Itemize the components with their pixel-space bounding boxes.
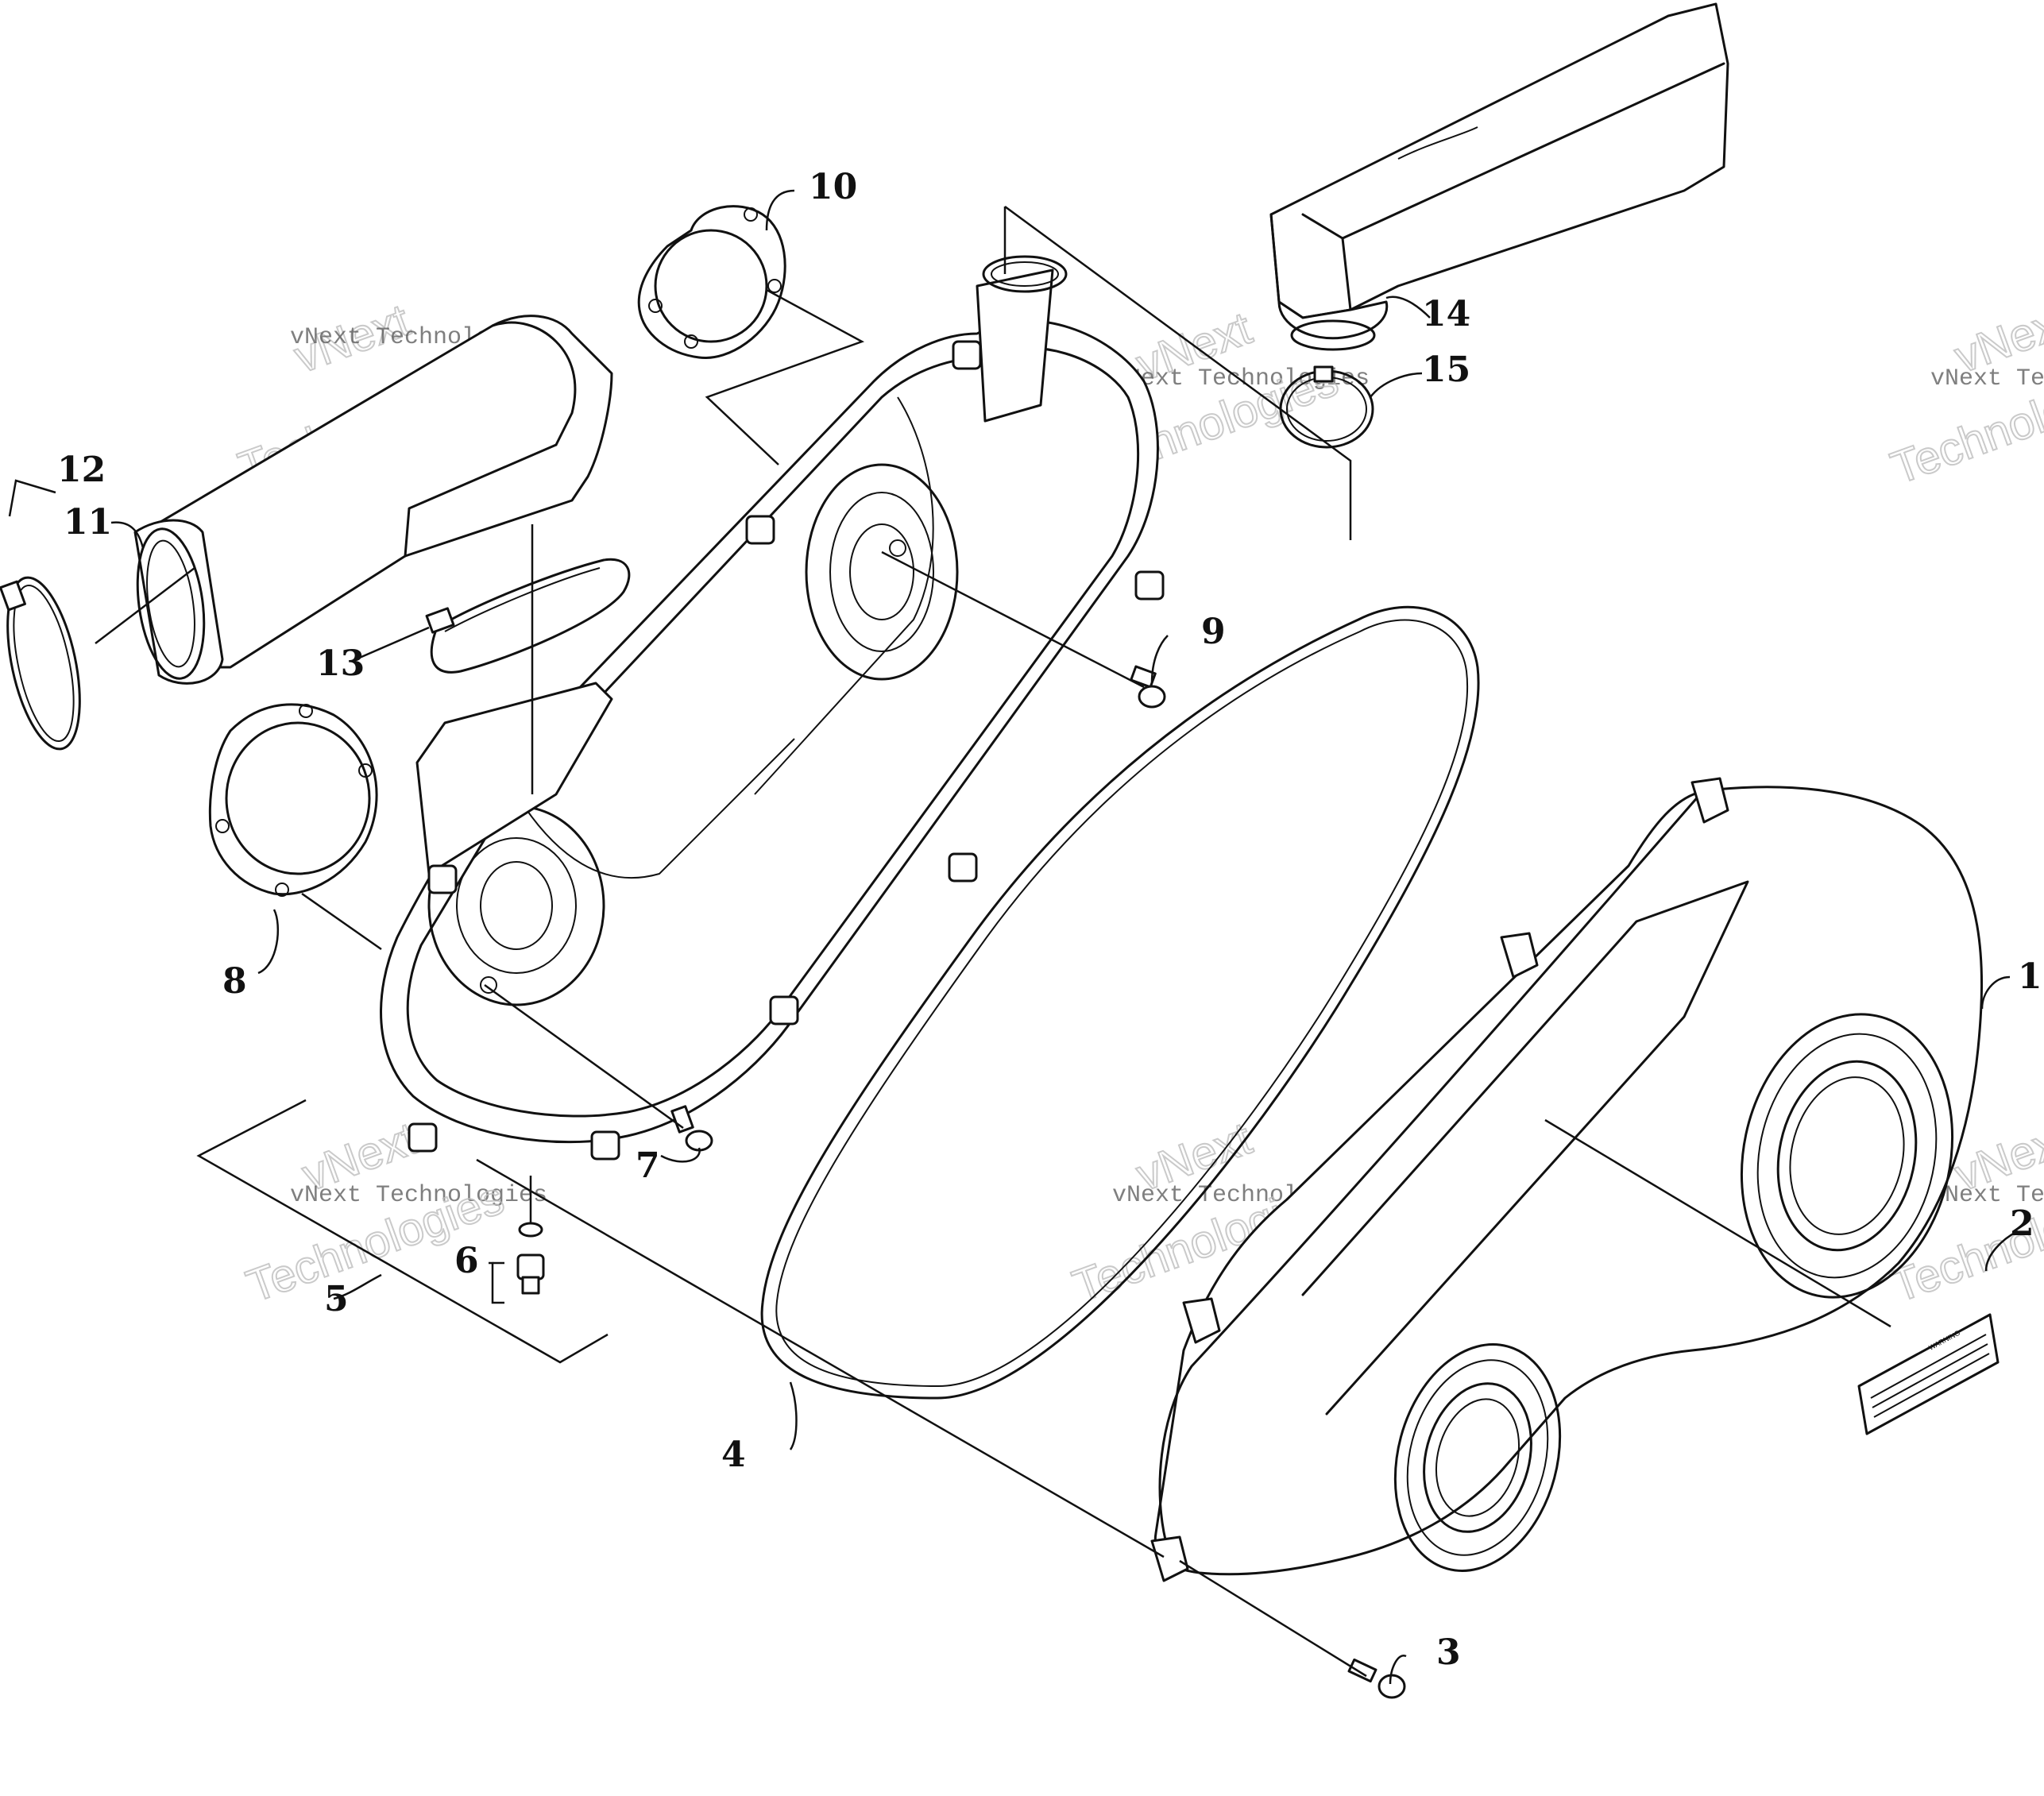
part-4-drive-belt	[760, 605, 1480, 1400]
part-3-screw	[1347, 1658, 1406, 1699]
callout-14: 14	[1422, 294, 1470, 334]
part-5-inner-clutch-cover	[380, 255, 1165, 1161]
callout-8: 8	[222, 961, 247, 1002]
callout-7: 7	[636, 1145, 660, 1186]
watermark-line1: vNext Technologies	[1930, 1182, 2044, 1209]
callout-2: 2	[2010, 1203, 2034, 1244]
watermark-line1: vNext Technologies	[290, 1182, 547, 1209]
callout-4: 4	[721, 1435, 746, 1475]
part-12-hose-clamp	[0, 576, 81, 751]
callout-11: 11	[64, 502, 112, 543]
callout-6: 6	[454, 1241, 479, 1281]
part-11-intake-boot	[133, 315, 613, 685]
part-9-screw	[1130, 665, 1166, 709]
part-6-drain-plug	[516, 1222, 545, 1295]
part-10-gasket	[637, 205, 786, 359]
part-14-intake-duct	[1269, 2, 1729, 351]
callout-9: 9	[1201, 612, 1226, 652]
part-1-outer-clutch-cover	[1150, 777, 1984, 1582]
watermark-top-right: vNext vNext Technologies Technologies	[1884, 293, 2044, 495]
callout-12: 12	[57, 450, 106, 490]
callout-13: 13	[316, 643, 365, 684]
callout-3: 3	[1436, 1632, 1461, 1673]
part-7-screw	[670, 1105, 713, 1152]
watermark-line1: vNext Technologies	[1930, 365, 2044, 392]
callout-10: 10	[809, 167, 857, 207]
leader-lines	[8, 189, 2019, 1685]
part-13-hose-clamp	[425, 558, 631, 674]
part-2-warning-decal: WARNING	[1857, 1313, 2000, 1435]
callout-1: 1	[2018, 956, 2042, 997]
callout-5: 5	[324, 1279, 349, 1319]
part-8-gasket	[208, 703, 378, 897]
watermark-bottom-left: vNext vNext Technologies Technologies	[239, 1111, 547, 1313]
callout-15: 15	[1422, 350, 1470, 390]
callouts: 1 2 3 4 5 6 7 8 9 10 11 12 13 14 15	[57, 167, 2042, 1673]
